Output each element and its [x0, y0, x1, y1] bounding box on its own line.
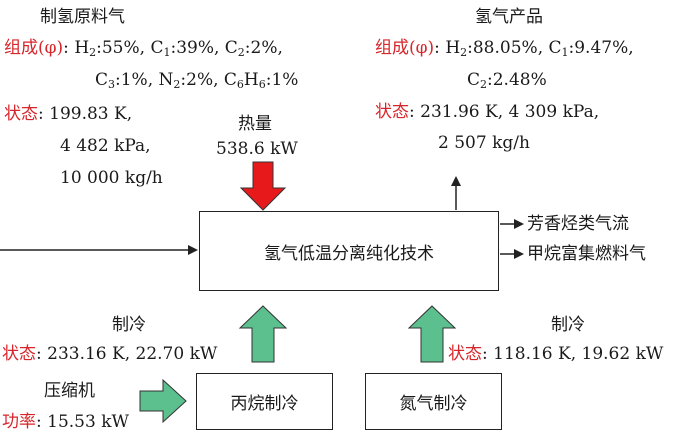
nitrogen-cooling-arrow	[407, 305, 457, 363]
compressor-power-label: 功率	[2, 412, 36, 432]
compressor-power-arrow	[139, 378, 187, 424]
propane-cooling-arrow	[238, 305, 288, 363]
product-composition-line2: C2:2.48%	[467, 70, 547, 91]
compressor-power: 功率: 15.53 kW	[2, 412, 129, 432]
refrig-left-state-label: 状态	[2, 344, 36, 364]
refrig-right-state: 状态: 118.16 K, 19.62 kW	[448, 344, 664, 364]
refrig-right-title: 制冷	[551, 315, 585, 335]
product-state-line1: 状态: 231.96 K, 4 309 kPa,	[375, 102, 600, 122]
refrig-left-title: 制冷	[112, 315, 146, 335]
product-state-label: 状态	[375, 102, 409, 122]
feed-state-line1: 状态: 199.83 K,	[4, 104, 133, 124]
heat-input-arrow	[239, 161, 287, 211]
feed-composition-label: 组成(φ)	[4, 38, 64, 58]
refrig-right-state-label: 状态	[448, 344, 482, 364]
feed-state-label: 状态	[4, 104, 38, 124]
process-label: 氢气低温分离纯化技术	[264, 243, 434, 264]
product-composition-label: 组成(φ)	[375, 38, 435, 58]
feed-composition-line1: 组成(φ): H2:55%, C1:39%, C2:2%,	[4, 38, 283, 59]
product-composition-line1: 组成(φ): H2:88.05%, C1:9.47%,	[375, 38, 634, 59]
nitrogen-refrig-label: 氮气制冷	[399, 394, 468, 414]
feed-composition-line2: C3:1%, N2:2%, C6H6:1%	[95, 70, 299, 91]
refrig-left-state: 状态: 233.16 K, 22.70 kW	[2, 344, 218, 364]
feed-state-line2: 4 482 kPa,	[60, 136, 151, 156]
product-state-line2: 2 507 kg/h	[438, 133, 530, 153]
propane-refrig-box: 丙烷制冷	[196, 373, 333, 430]
aromatic-output-label: 芳香烃类气流	[527, 214, 629, 234]
heat-value: 538.6 kW	[216, 139, 298, 159]
propane-refrig-label: 丙烷制冷	[230, 394, 299, 414]
process-box: 氢气低温分离纯化技术	[199, 211, 499, 291]
compressor-title: 压缩机	[44, 381, 95, 401]
heat-label: 热量	[238, 114, 272, 134]
nitrogen-refrig-box: 氮气制冷	[365, 373, 502, 430]
product-title: 氢气产品	[475, 7, 543, 27]
methane-output-label: 甲烷富集燃料气	[527, 244, 646, 264]
feed-state-line3: 10 000 kg/h	[60, 168, 163, 188]
feed-title: 制氢原料气	[40, 7, 125, 27]
